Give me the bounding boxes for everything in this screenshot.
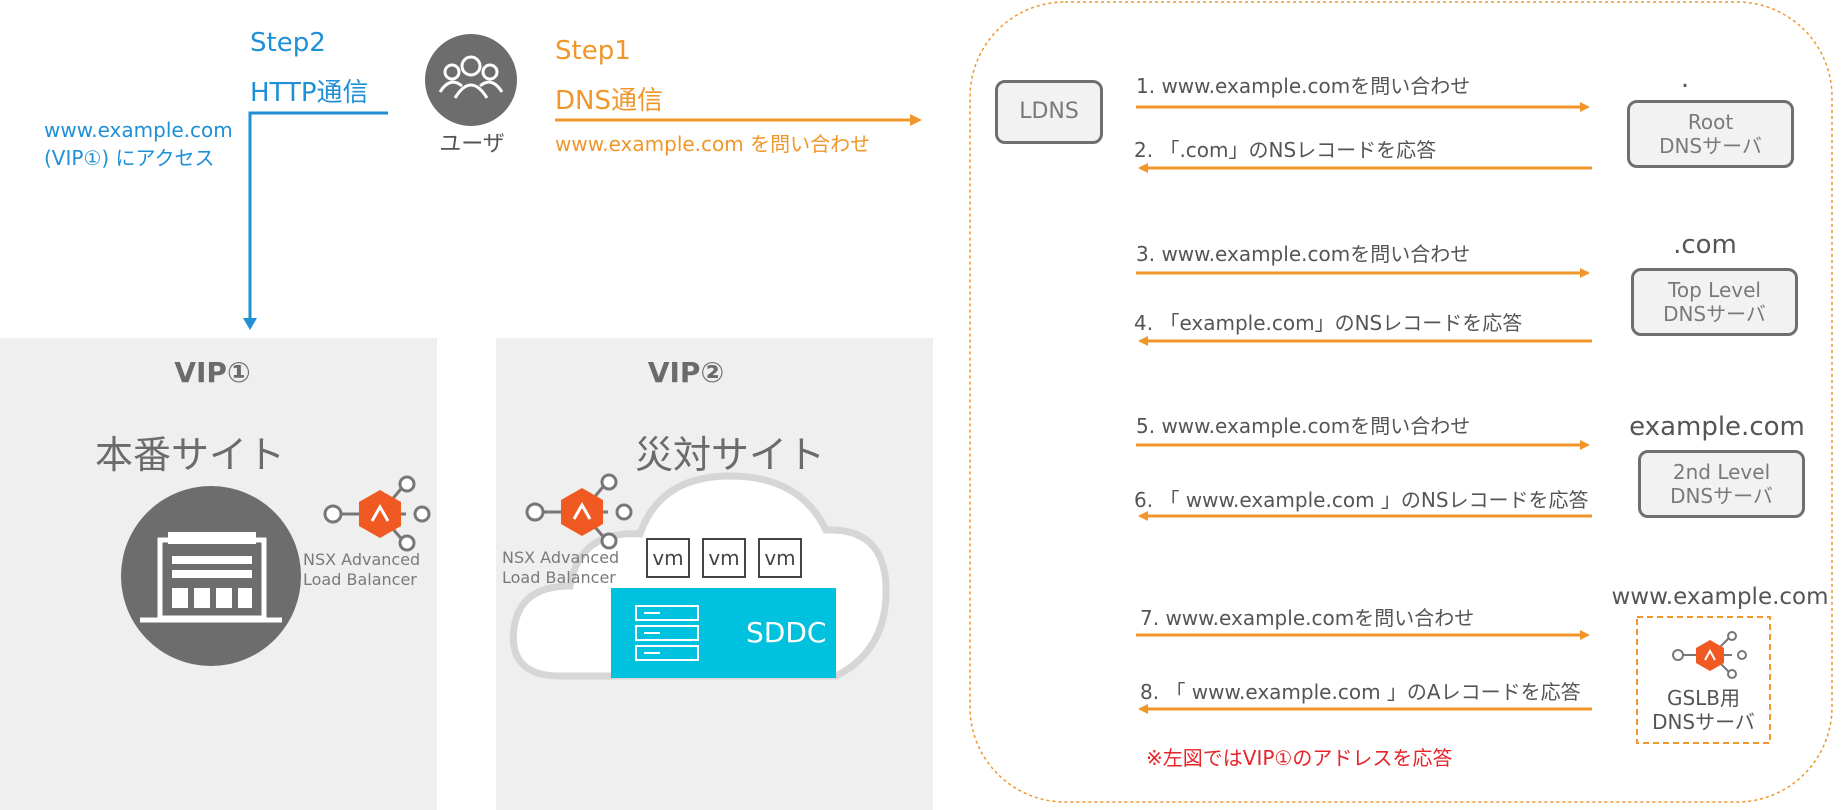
step1-title: Step1 [555, 36, 631, 66]
prod-lb-label: NSX Advanced Load Balancer [303, 550, 421, 589]
vm-box: vm [702, 538, 746, 578]
prod-site-vip: VIP① [174, 356, 251, 389]
step2-title: Step2 [250, 28, 326, 58]
dr-lb-label: NSX Advanced Load Balancer [502, 548, 620, 587]
answer-note: ※左図ではVIP①のアドレスを応答 [1146, 746, 1453, 770]
vm-box: vm [758, 538, 802, 578]
dns-zone-label: .com [1673, 230, 1737, 260]
server-rack-icon [635, 605, 699, 661]
sddc-label: SDDC [746, 616, 827, 649]
ldns-server: LDNS [995, 80, 1103, 144]
step2-subtitle: HTTP通信 [250, 78, 369, 108]
load-balancer-icon [1672, 631, 1747, 679]
load-balancer-icon [525, 473, 633, 550]
dns-step-query: 7. www.example.comを問い合わせ [1140, 606, 1475, 630]
user-label: ユーザ [439, 132, 505, 157]
dns-step-answer: 6. 「 www.example.com 」のNSレコードを応答 [1134, 488, 1589, 512]
dns-step-answer: 2. 「.com」のNSレコードを応答 [1134, 138, 1437, 162]
step1-subtitle: DNS通信 [555, 86, 663, 116]
dns-step-query: 1. www.example.comを問い合わせ [1136, 74, 1471, 98]
dns-zone-label: www.example.com [1611, 584, 1829, 610]
http-flow-arrow [248, 111, 388, 325]
dns-step-answer: 8. 「 www.example.com 」のAレコードを応答 [1140, 680, 1581, 704]
tld-dns-server: Top Level DNSサーバ [1631, 268, 1798, 336]
dns-step-answer: 4. 「example.com」のNSレコードを応答 [1134, 311, 1523, 335]
load-balancer-icon [323, 475, 431, 552]
http-access-note: (VIP①) にアクセス [44, 146, 215, 170]
root-dns-server: Root DNSサーバ [1627, 100, 1794, 168]
dr-site-vip: VIP② [647, 356, 725, 389]
dns-step-query: 5. www.example.comを問い合わせ [1136, 414, 1471, 438]
second-level-dns-server: 2nd Level DNSサーバ [1638, 450, 1805, 518]
prod-site-name: 本番サイト [94, 433, 285, 477]
http-access-target: www.example.com [44, 118, 233, 142]
dns-flow-arrows [1136, 102, 1592, 714]
step1-query: www.example.com を問い合わせ [555, 132, 871, 156]
dns-flow-container [969, 1, 1833, 803]
gslb-dns-server-box [1636, 616, 1771, 744]
users-icon [425, 34, 517, 126]
vm-box: vm [646, 538, 690, 578]
dns-zone-label: example.com [1629, 412, 1805, 442]
dr-site-name: 災対サイト [634, 433, 825, 477]
gslb-dns-label: GSLB用 DNSサーバ [1652, 686, 1755, 734]
dns-zone-label: . [1680, 64, 1690, 94]
dns-step-query: 3. www.example.comを問い合わせ [1136, 242, 1471, 266]
datacenter-icon [121, 486, 301, 666]
